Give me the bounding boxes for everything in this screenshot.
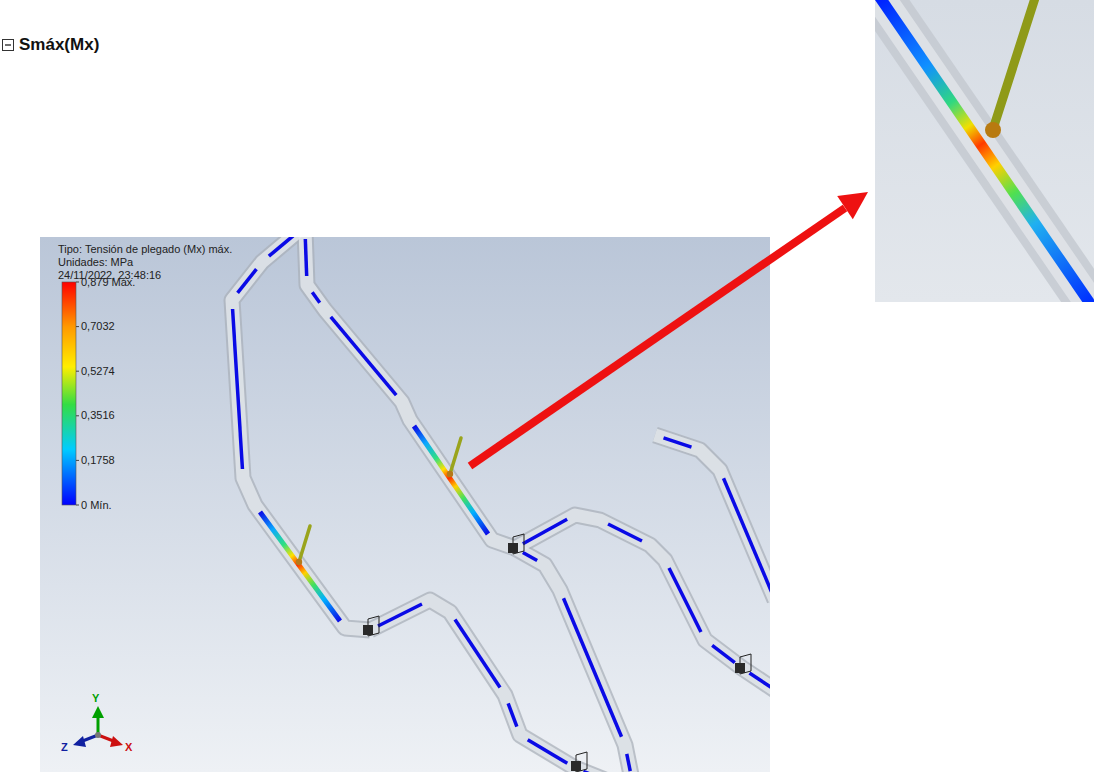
fixed-support <box>363 616 379 636</box>
result-type: Tipo: Tensión de plegado (Mx) máx. <box>58 243 232 256</box>
pipe-centerline <box>528 740 568 764</box>
scale-value: 0,7032 <box>81 320 115 333</box>
support-block <box>508 543 518 553</box>
pipe-tube <box>515 515 770 700</box>
pipe-centerline <box>508 703 517 726</box>
support-block <box>363 625 373 635</box>
pipe-centerline <box>523 519 567 543</box>
pipe-centerline <box>455 620 500 688</box>
pipe-centerline <box>669 568 701 632</box>
pipe-centerline <box>664 438 692 447</box>
stress-gradient-segment <box>414 426 488 534</box>
pipe-tube <box>515 515 770 700</box>
scale-value: 0,879 Máx. <box>81 276 135 289</box>
pipe-centerline <box>712 645 735 662</box>
load-arrow-tip <box>447 471 453 477</box>
pipe-centerline <box>378 604 422 626</box>
pipe-centerline <box>523 552 537 560</box>
pipe-centerline <box>233 309 243 469</box>
scale-value: 0,1758 <box>81 454 115 467</box>
axis-label: Z <box>61 741 68 754</box>
result-units: Unidades: MPa <box>58 256 133 269</box>
pipe-centerline <box>312 292 319 302</box>
pipe-centerline <box>269 237 293 256</box>
scale-tick <box>76 371 79 372</box>
pipe-centerline <box>305 239 306 276</box>
scale-ticks <box>76 282 79 505</box>
axis-triad <box>73 706 123 747</box>
fixed-support <box>735 654 751 674</box>
scale-value: 0,3516 <box>81 409 115 422</box>
pipe-centerline <box>260 512 339 620</box>
pipe-centerline <box>583 771 596 772</box>
axis-label: X <box>125 741 132 754</box>
scale-value: 0 Mín. <box>81 499 112 512</box>
scale-tick <box>76 505 79 506</box>
scale-tick <box>76 460 79 461</box>
pipe-tube <box>232 237 370 630</box>
scale-value: 0,5274 <box>81 365 115 378</box>
pipe-centerline <box>724 478 770 591</box>
load-arrow-tip <box>296 559 302 565</box>
pipe-centerline <box>563 598 621 736</box>
support-block <box>735 663 745 673</box>
axis-label: Y <box>92 692 99 705</box>
result-panel <box>40 237 770 772</box>
result-title: Smáx(Mx) <box>19 35 99 55</box>
pipe-tube <box>232 237 370 630</box>
collapse-icon <box>3 40 14 51</box>
pipe-centerline <box>238 269 257 293</box>
scale-tick <box>76 282 79 283</box>
zoom-inset <box>875 0 1094 302</box>
color-scale-bar <box>62 282 76 505</box>
pipe-centerline <box>608 524 642 541</box>
support-block <box>571 761 581 771</box>
scale-tick <box>76 415 79 416</box>
scale-tick <box>76 326 79 327</box>
pipe-centerline <box>627 754 630 771</box>
pipe-centerline <box>749 673 770 695</box>
fixed-support <box>571 752 587 772</box>
pipe-tube <box>305 237 515 548</box>
load-arrow <box>299 526 310 562</box>
fixed-support <box>508 534 524 554</box>
load-arrow <box>450 438 461 474</box>
zoom-pointer-arrow <box>470 192 868 466</box>
stress-gradient-segment <box>260 512 340 621</box>
pipe-centerline <box>331 317 396 395</box>
pipe-tube <box>515 548 632 772</box>
pipe-tube <box>305 237 515 548</box>
